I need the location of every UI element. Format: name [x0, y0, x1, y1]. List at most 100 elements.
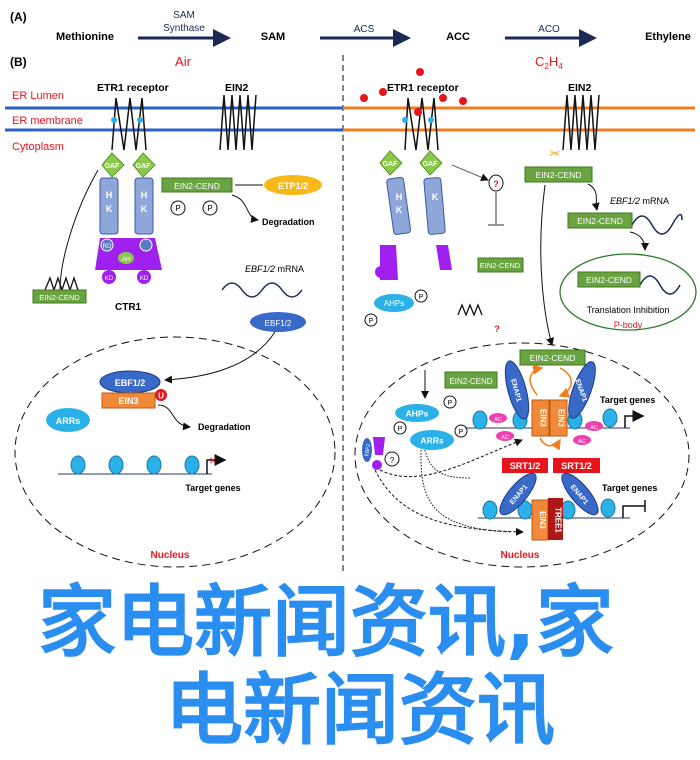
ebf-mrna-label-c2h4: EBF1/2 mRNA — [610, 196, 669, 206]
translation-inhibition-label: Translation Inhibition — [587, 305, 670, 315]
ein3-protein — [531, 399, 550, 437]
arrow-degradation-nucleus — [157, 404, 191, 431]
svg-text:TREE1: TREE1 — [554, 507, 563, 533]
panel-a-label: (A) — [10, 10, 27, 24]
svg-text:P: P — [419, 294, 424, 301]
svg-text:EBF1/2: EBF1/2 — [265, 319, 292, 328]
phospho-p — [414, 289, 428, 303]
ein2-label-air: EIN2 — [225, 82, 249, 94]
arrow-orange — [539, 437, 561, 451]
svg-text:GAF: GAF — [105, 163, 121, 170]
target-genes-repressed: Target genes — [602, 483, 657, 493]
copper-cofactor — [137, 117, 143, 123]
arrow-dashed — [379, 438, 523, 478]
kd-domain — [102, 270, 116, 284]
mrna-wave — [631, 213, 683, 235]
etr1-complex-c2h4: GAF GAF H K K — [375, 150, 452, 280]
etr1-transmembrane-c2h4 — [404, 97, 439, 151]
gaf-domain — [101, 152, 125, 178]
etr1-label-air: ETR1 receptor — [97, 82, 169, 94]
enzyme-acs: ACS — [354, 24, 375, 35]
ebf2-protein — [362, 438, 372, 462]
svg-text:EIN3: EIN3 — [557, 409, 566, 427]
ein2-cend-c2h4-cyto — [477, 257, 524, 273]
target-genes-active: Target genes — [600, 395, 655, 405]
svg-text:K: K — [396, 205, 403, 215]
panel-b-label: (B) — [10, 55, 27, 69]
svg-text:P: P — [369, 318, 374, 325]
ein2-zigzag-small — [44, 275, 79, 293]
svg-text:EIN2-CEND: EIN2-CEND — [536, 170, 582, 180]
svg-text:EBF2: EBF2 — [364, 443, 372, 457]
svg-text:KD: KD — [105, 276, 114, 282]
arrow-degradation — [231, 194, 259, 223]
degradation-label-cyto: Degradation — [262, 217, 315, 227]
svg-text:AC: AC — [501, 435, 509, 441]
arrs-c2h4 — [410, 430, 454, 450]
phospho-p — [202, 200, 218, 216]
arrow-orange — [529, 364, 544, 396]
svg-text:EIN2-CEND: EIN2-CEND — [39, 293, 80, 302]
phospho-p — [454, 424, 468, 438]
watermark-line2: 电新闻资讯 — [165, 666, 556, 756]
svg-text:GAF: GAF — [423, 161, 439, 168]
enzyme-sam-line2: Synthase — [163, 23, 205, 34]
unknown-factor — [384, 451, 400, 467]
ethylene-formula: C2H4 — [535, 54, 563, 71]
svg-text:ETP1/2: ETP1/2 — [278, 181, 308, 191]
acetyl-marks: AC AC AC AC — [489, 413, 603, 445]
ein2-cend-cleaved — [524, 166, 593, 183]
arrs-air — [46, 408, 90, 432]
p-body-ellipse — [559, 253, 697, 331]
svg-text:P: P — [459, 429, 464, 436]
svg-text:SRT1/2: SRT1/2 — [510, 461, 541, 471]
svg-text:EIN2-CEND: EIN2-CEND — [530, 353, 576, 363]
label-er-membrane: ER membrane — [12, 115, 83, 127]
scissors-icon: ✂ — [550, 146, 561, 161]
promoter-arrow-active — [624, 410, 645, 428]
svg-text:EIN2-CEND: EIN2-CEND — [480, 261, 521, 270]
arrow — [629, 231, 649, 251]
ein2-cend-pbody — [577, 271, 641, 288]
ahp-bound — [118, 252, 134, 264]
svg-text:AHPs: AHPs — [406, 409, 429, 419]
ebf-protein-cyto — [250, 312, 306, 332]
svg-text:GAF: GAF — [136, 163, 152, 170]
ubiquitin-u — [155, 389, 167, 401]
diagram-canvas: (A) Methionine SAM ACC Ethylene SAM Synt… — [5, 10, 697, 572]
svg-text:H: H — [141, 190, 148, 200]
nucleus-air — [14, 336, 336, 568]
target-genes-air: Target genes — [185, 483, 240, 493]
phospho-p — [393, 421, 407, 435]
ein3-protein-air — [101, 392, 156, 409]
watermark-line1: 家电新闻资讯,家 — [38, 578, 614, 668]
compound-methionine: Methionine — [56, 31, 114, 43]
question-mark: ? — [494, 324, 500, 334]
connector — [59, 169, 99, 291]
svg-text:P: P — [207, 204, 212, 213]
arrow-dashed — [374, 469, 524, 536]
ein2-cend-membrane-air — [32, 289, 87, 304]
svg-text:EIN2-CEND: EIN2-CEND — [577, 216, 623, 226]
compound-sam: SAM — [261, 31, 285, 43]
svg-text:EBF1/2: EBF1/2 — [115, 378, 146, 388]
phospho-p — [443, 395, 457, 409]
arrow-dotted — [420, 449, 511, 533]
ein2-cend-nucleus-2 — [444, 371, 498, 389]
nucleosomes-air — [70, 455, 200, 475]
enzyme-aco: ACO — [538, 24, 560, 35]
nucleus-label-air: Nucleus — [151, 550, 190, 561]
ein2-transmembrane-c2h4 — [562, 94, 600, 151]
unknown-factor — [488, 174, 504, 192]
rd-domain — [100, 238, 114, 252]
etp-protein — [264, 175, 322, 195]
etr1-complex-air: H K H K GAF GAF RD AH KD KD — [95, 152, 162, 284]
svg-text:ARRs: ARRs — [56, 416, 81, 426]
svg-text:?: ? — [493, 179, 499, 189]
ein2-cend-air — [161, 177, 233, 193]
hk-domain — [99, 177, 119, 235]
svg-text:K: K — [106, 204, 113, 214]
svg-text:EIN3: EIN3 — [118, 396, 138, 406]
ctr1-kinase-nucleus — [373, 437, 385, 455]
